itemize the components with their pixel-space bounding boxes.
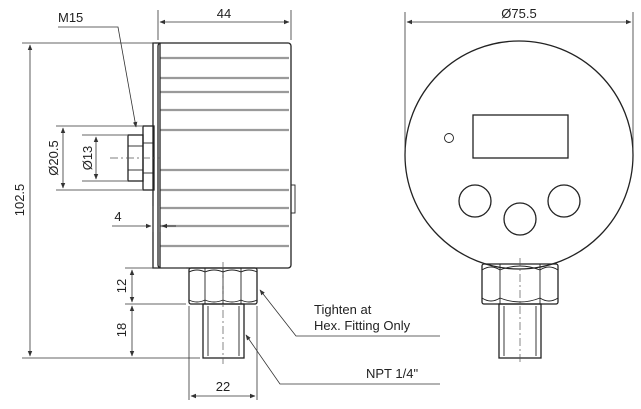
side-view <box>110 42 296 364</box>
note-tighten-line1: Tighten at <box>314 302 372 317</box>
dim-face-dia: Ø75.5 <box>501 6 536 21</box>
button-right[interactable] <box>547 184 581 218</box>
gauge-face <box>404 40 634 270</box>
led-indicator <box>444 133 454 143</box>
dim-overall-height: 102.5 <box>12 184 27 217</box>
dim-bore-dia: Ø13 <box>80 146 95 171</box>
dim-hex-width: 22 <box>216 379 230 394</box>
dim-flange-dia: Ø20.5 <box>46 140 61 175</box>
dim-body-depth: 44 <box>217 6 231 21</box>
note-npt: NPT 1/4" <box>366 366 418 381</box>
dim-flange-thickness: 4 <box>114 209 121 224</box>
body-stripes <box>160 56 289 248</box>
note-tighten-line2: Hex. Fitting Only <box>314 318 411 333</box>
thread-stem-side <box>202 303 245 359</box>
front-view <box>404 40 634 364</box>
dim-hex-height: 12 <box>114 279 129 293</box>
button-center[interactable] <box>503 202 537 236</box>
front-dimensions: Ø75.5 <box>404 6 634 150</box>
label-thread-m15: M15 <box>58 10 83 25</box>
dim-thread-length: 18 <box>114 323 129 337</box>
button-left[interactable] <box>458 184 492 218</box>
gauge-body-side <box>157 42 292 269</box>
lcd-display <box>472 114 569 159</box>
rear-tab <box>290 184 296 214</box>
side-dimensions: 44 M15 102.5 Ø20.5 Ø13 4 12 18 <box>12 6 440 400</box>
